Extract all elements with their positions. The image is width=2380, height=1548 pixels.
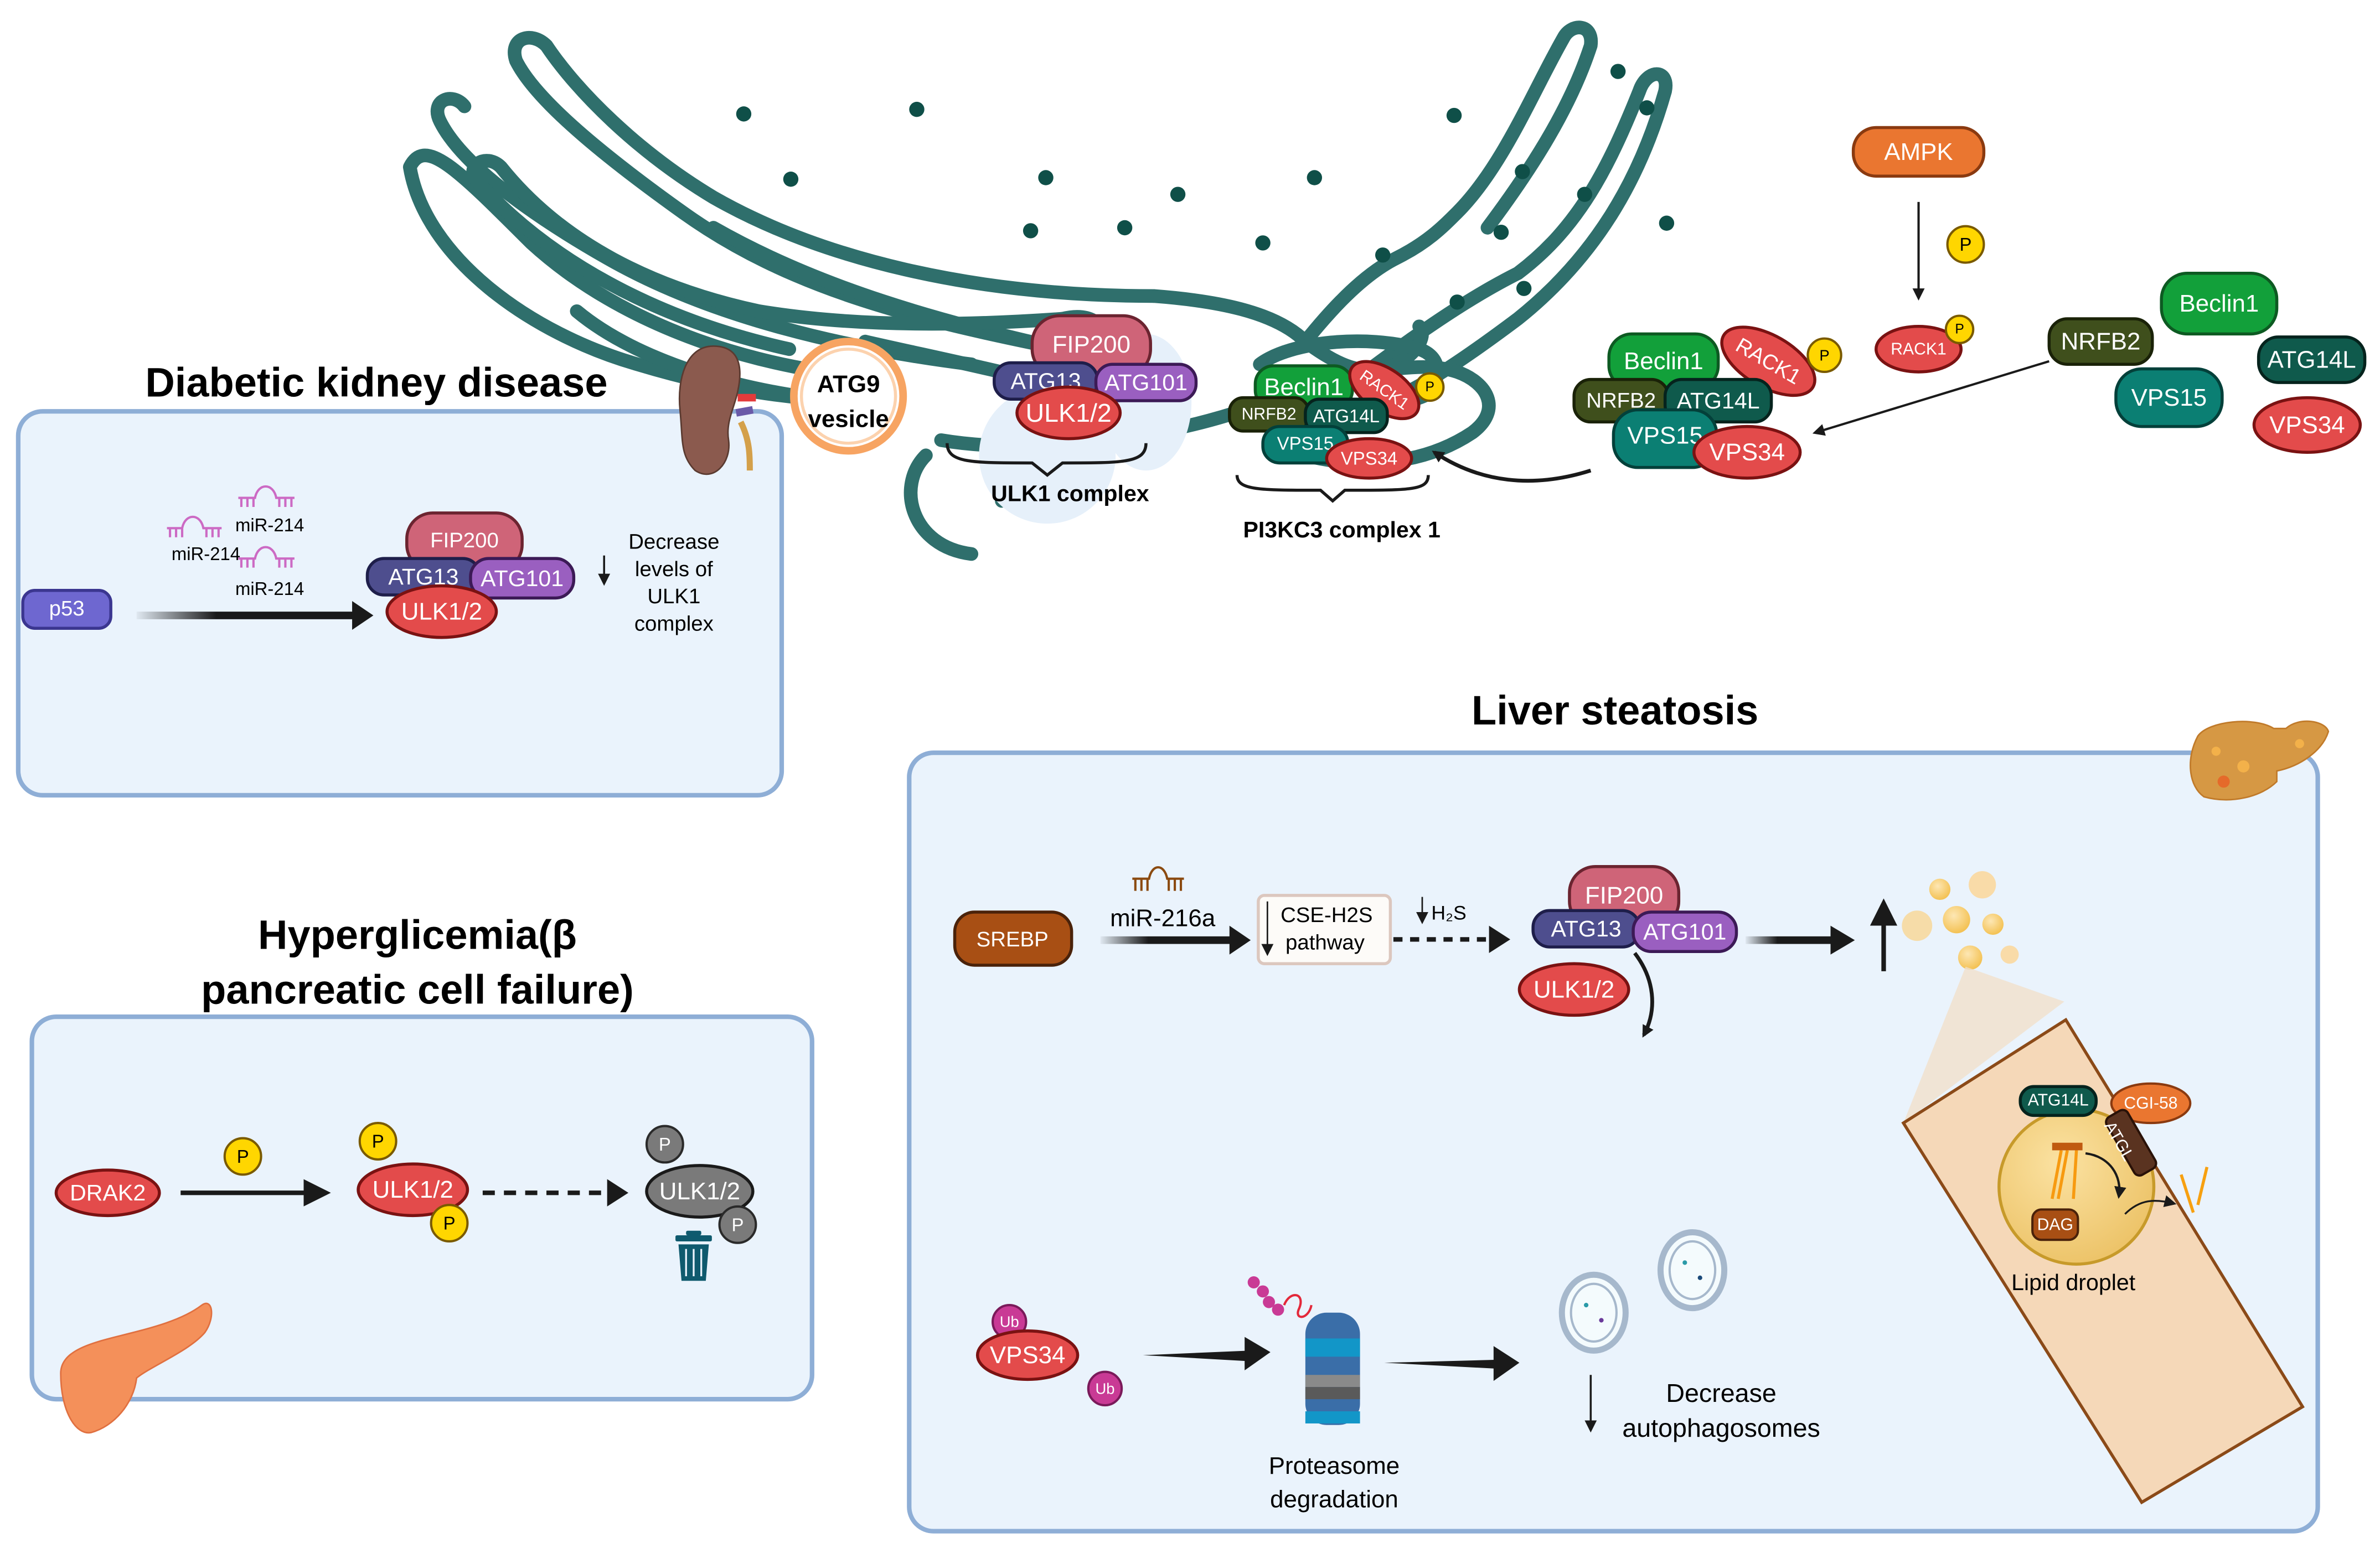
vps34-assembled-label: VPS34 (1709, 439, 1785, 466)
liver-panel: Liver steatosis SREBP miR-216a CSE-H2S p… (907, 687, 2330, 1534)
dag-label: DAG (2037, 1215, 2073, 1234)
ulk-label: ULK1/2 (401, 598, 482, 625)
degraded-ulk-label: ULK1/2 (659, 1178, 740, 1205)
assembly-arrow (1432, 451, 1592, 483)
ub-label: Ub (1000, 1313, 1019, 1330)
ulk-label: ULK1/2 (373, 1176, 453, 1203)
result-text: complex (634, 612, 714, 636)
atg101-label: ATG101 (1104, 370, 1188, 395)
pathway-label: CSE-H2S (1281, 903, 1372, 927)
nrfb2-arrow (1812, 360, 2049, 436)
ulk-label: ULK1/2 (1534, 976, 1614, 1003)
trash-icon (675, 1230, 712, 1281)
mirna-label: miR-214 (235, 515, 304, 535)
result-text: levels of (635, 557, 713, 581)
atg14l-free-label: ATG14L (2268, 346, 2356, 374)
lipid-droplet-caption: Lipid droplet (2011, 1270, 2136, 1295)
beclin1-free-label: Beclin1 (2179, 290, 2259, 317)
beclin1-label: Beclin1 (1264, 374, 1344, 401)
pancreas-icon (60, 1302, 213, 1434)
result-text: ULK1 (647, 584, 700, 608)
result-text: autophagosomes (1622, 1414, 1820, 1442)
pathway-label: pathway (1285, 930, 1365, 954)
lipid-droplet-inset (1901, 1017, 2305, 1505)
atg14l-label: ATG14L (1313, 406, 1380, 426)
ub-label: Ub (1095, 1380, 1114, 1397)
pi3kc3-complex-caption: PI3KC3 complex 1 (1243, 517, 1440, 542)
ulk-release-arrow (1633, 951, 1654, 1038)
lipid-droplets-icon (1902, 871, 2019, 970)
vps15-label: VPS15 (1277, 433, 1334, 453)
fip200-label: FIP200 (1052, 331, 1130, 358)
kidney-panel: Diabetic kidney disease p53 miR-214 miR-… (16, 345, 784, 798)
vps15-assembled-label: VPS15 (1627, 422, 1703, 449)
atg14l-inset-label: ATG14L (2028, 1091, 2089, 1109)
mirna-label: miR-214 (235, 578, 304, 599)
proteasome-label: degradation (1270, 1486, 1398, 1513)
pancreas-panel: Hyperglicemia(β pancreatic cell failure)… (29, 912, 814, 1434)
vps34-label: VPS34 (1341, 448, 1397, 469)
liver-icon (2190, 720, 2330, 801)
kidney-title: Diabetic kidney disease (145, 360, 607, 406)
h2s-label: H₂S (1431, 902, 1466, 924)
autophagosome-icon (1558, 1229, 1728, 1354)
pancreas-title-line2: pancreatic cell failure) (201, 966, 634, 1012)
phospho-label: P (1425, 380, 1434, 395)
atg9-vesicle: ATG9 vesicle (790, 338, 907, 455)
ampk-label: AMPK (1884, 138, 1953, 165)
vps34-free-label: VPS34 (2269, 411, 2345, 438)
mirna-label: miR-216a (1110, 904, 1216, 931)
liver-title: Liver steatosis (1472, 687, 1758, 733)
phospho-label: P (237, 1146, 249, 1167)
atg101-label: ATG101 (1643, 919, 1726, 945)
cgi58-label: CGI-58 (2124, 1094, 2177, 1112)
phospho-label: P (1955, 322, 1964, 337)
ulk-label: ULK1/2 (1025, 398, 1111, 427)
nrfb2-free-label: NRFB2 (2061, 328, 2141, 355)
srebp-label: SREBP (977, 928, 1049, 951)
fip200-label: FIP200 (430, 529, 499, 552)
phospho-label: P (372, 1131, 384, 1151)
p53-label: p53 (49, 597, 85, 620)
vesicle-label: vesicle (808, 405, 889, 432)
vps15-free-label: VPS15 (2131, 384, 2207, 411)
vps34-label: VPS34 (990, 1342, 1066, 1369)
beclin1-assembled-label: Beclin1 (1624, 348, 1703, 375)
fip200-label: FIP200 (1585, 882, 1663, 909)
phospho-label: P (1960, 234, 1972, 255)
proteasome-icon (1247, 1276, 1360, 1425)
result-text: Decrease (628, 530, 719, 554)
ampk-pathway: AMPK P RACK1 P NRFB2 Beclin1 ATG14L VPS1… (1432, 126, 2367, 483)
atg13-label: ATG13 (1551, 916, 1621, 941)
rack1-label: RACK1 (1891, 340, 1947, 358)
phospho-label: P (443, 1213, 456, 1234)
mirna-icon (167, 485, 295, 568)
mirna-icon (1132, 866, 1184, 891)
phospho-label: P (659, 1134, 671, 1154)
ulk1-complex-caption: ULK1 complex (991, 480, 1149, 506)
kidney-icon (678, 345, 756, 475)
pancreas-title-line1: Hyperglicemia(β (258, 912, 577, 958)
phospho-label: P (1819, 346, 1829, 364)
ulk1-complex-top: FIP200 ATG13 ATG101 ULK1/2 ULK1 complex (946, 314, 1198, 506)
result-text: Decrease (1666, 1379, 1776, 1407)
phospho-label: P (731, 1214, 744, 1235)
pi3kc3-complex-top: Beclin1 RACK1 P NRFB2 ATG14L VPS15 VPS34… (1228, 360, 1445, 542)
p53-arrow (136, 612, 365, 619)
cse-h2s-box (1257, 894, 1392, 965)
mirna-label: miR-214 (172, 543, 240, 564)
atg101-label: ATG101 (481, 566, 564, 591)
mirna-arrow (1100, 936, 1237, 944)
atg9-label: ATG9 (817, 370, 880, 397)
proteasome-label: Proteasome (1269, 1452, 1400, 1479)
complex-arrow (1745, 936, 1837, 944)
drak2-label: DRAK2 (70, 1180, 146, 1205)
nrfb2-label: NRFB2 (1242, 405, 1297, 423)
